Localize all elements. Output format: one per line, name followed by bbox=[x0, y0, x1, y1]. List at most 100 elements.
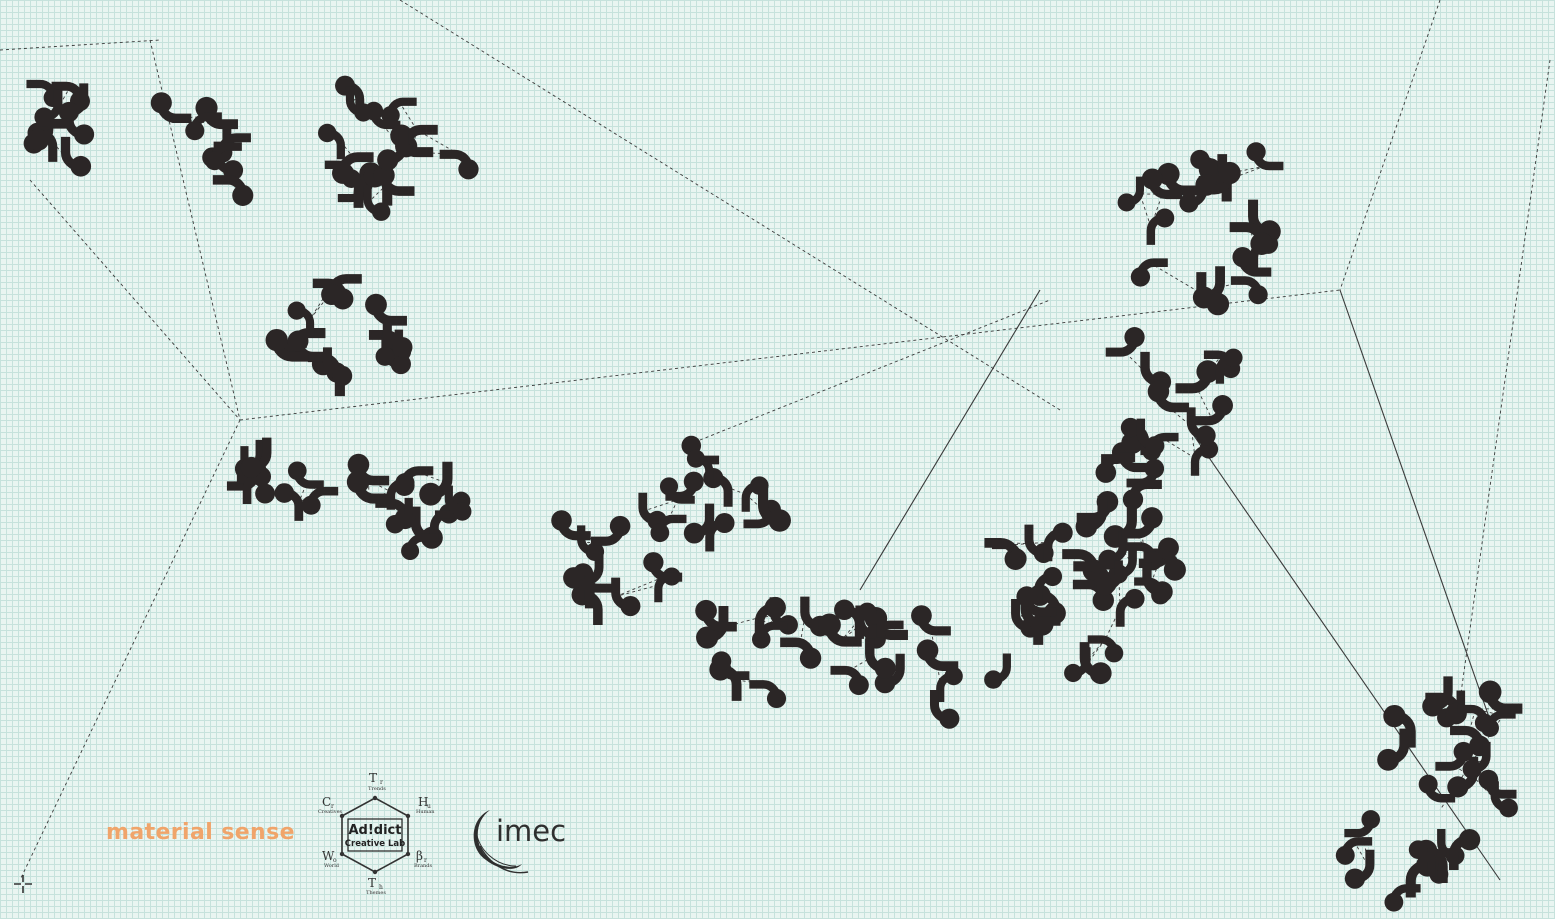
hook-glyph bbox=[991, 540, 1027, 568]
hook-glyph bbox=[377, 129, 409, 171]
hook-glyph bbox=[1175, 360, 1220, 394]
hook-glyph bbox=[1157, 162, 1201, 196]
hook-glyph bbox=[1462, 741, 1491, 779]
node-caption-trends: Trends bbox=[368, 786, 386, 792]
hook-glyph bbox=[874, 653, 905, 694]
hook-glyph bbox=[865, 638, 896, 679]
hook-glyph bbox=[984, 653, 1011, 689]
hook-glyph bbox=[205, 142, 242, 171]
dashed-connection-line bbox=[615, 576, 664, 597]
dashed-connection-line bbox=[1459, 59, 1551, 701]
hook-glyph bbox=[711, 651, 750, 681]
hook-glyph bbox=[346, 470, 391, 504]
dashed-connection-line bbox=[29, 179, 241, 421]
hook-glyph bbox=[1344, 849, 1375, 889]
hook-glyph-cluster bbox=[23, 75, 1523, 912]
node-caption-creatives: Creatives bbox=[318, 809, 343, 815]
dashed-connection-line bbox=[1160, 436, 1196, 459]
hook-glyph bbox=[287, 461, 324, 489]
hook-glyph bbox=[240, 437, 272, 478]
hook-glyph bbox=[1136, 418, 1165, 456]
dashed-connection-line bbox=[0, 39, 161, 51]
node-symbol-creatives: C bbox=[322, 795, 331, 809]
hook-glyph bbox=[1449, 828, 1481, 871]
solid-connection-line bbox=[1189, 429, 1501, 881]
hook-glyph bbox=[386, 473, 415, 510]
hook-glyph bbox=[1096, 560, 1123, 596]
dashed-connection-line bbox=[1473, 776, 1496, 800]
hook-glyph bbox=[381, 97, 417, 125]
hook-glyph bbox=[754, 596, 786, 638]
hook-glyph bbox=[1064, 647, 1091, 683]
hook-glyph bbox=[1105, 327, 1145, 357]
hook-glyph bbox=[758, 488, 791, 532]
dashed-connection-line bbox=[699, 299, 1051, 441]
hook-glyph bbox=[686, 449, 714, 485]
dashed-connection-line bbox=[368, 480, 392, 493]
hook-glyph bbox=[1075, 495, 1108, 538]
imec-logo: imec bbox=[496, 814, 567, 848]
hook-glyph bbox=[577, 525, 605, 561]
hook-glyph bbox=[1115, 588, 1145, 627]
hook-glyph bbox=[265, 328, 309, 362]
dashed-connection-line bbox=[615, 584, 659, 598]
hook-glyph bbox=[911, 605, 951, 636]
hook-glyph bbox=[60, 136, 92, 177]
hook-glyph bbox=[1117, 176, 1145, 212]
crosshair-icon bbox=[14, 875, 32, 893]
node-symbol-themes: T bbox=[368, 876, 376, 890]
node-sub-brands: r bbox=[424, 857, 427, 864]
hook-glyph bbox=[659, 477, 695, 504]
hook-glyph bbox=[830, 665, 869, 695]
imec-swirl-icon bbox=[473, 810, 529, 874]
hook-glyph bbox=[345, 86, 373, 122]
dashed-connection-line bbox=[1139, 193, 1163, 195]
hook-glyph bbox=[1122, 479, 1162, 510]
hook-glyph bbox=[321, 274, 362, 306]
hook-glyph bbox=[332, 152, 374, 184]
node-sub-world: o bbox=[333, 857, 337, 864]
hook-glyph bbox=[818, 613, 862, 647]
hook-glyph bbox=[1043, 522, 1073, 562]
hook-glyph bbox=[1016, 586, 1057, 617]
hook-glyph bbox=[650, 514, 687, 543]
hook-glyph bbox=[749, 680, 787, 709]
hook-glyph bbox=[439, 149, 479, 180]
dashed-connection-line bbox=[642, 499, 678, 512]
hook-glyph bbox=[363, 185, 391, 221]
hook-glyph bbox=[1408, 840, 1436, 877]
hook-glyph bbox=[58, 83, 89, 123]
hook-glyph bbox=[1383, 704, 1416, 748]
hook-glyph bbox=[551, 510, 591, 541]
hook-glyph bbox=[563, 567, 595, 609]
hook-glyph bbox=[1422, 676, 1453, 717]
hook-glyph bbox=[1143, 548, 1186, 581]
hook-glyph bbox=[185, 112, 222, 141]
hook-glyph bbox=[611, 577, 641, 617]
node-sub-themes: h bbox=[379, 884, 383, 891]
hook-glyph bbox=[1230, 276, 1268, 305]
hook-glyph bbox=[1435, 741, 1474, 771]
hook-glyph bbox=[695, 599, 737, 632]
node-symbol-human: H bbox=[418, 795, 428, 809]
hook-glyph bbox=[274, 483, 304, 521]
hook-glyph bbox=[1098, 531, 1128, 570]
hook-glyph bbox=[1147, 380, 1190, 413]
node-symbol-world: W bbox=[322, 849, 335, 863]
node-sub-creatives: r bbox=[331, 803, 334, 810]
hook-glyph bbox=[916, 639, 959, 671]
dashed-connection-line bbox=[367, 183, 388, 204]
hook-glyph bbox=[150, 92, 192, 124]
hook-glyph bbox=[373, 164, 415, 196]
hook-glyph bbox=[780, 637, 822, 669]
hook-glyph bbox=[1186, 407, 1216, 446]
node-caption-themes: Themes bbox=[366, 890, 386, 896]
node-sub-human: u bbox=[427, 803, 431, 810]
hook-glyph bbox=[1335, 837, 1373, 865]
hook-glyph bbox=[1034, 566, 1063, 604]
dashed-connection-line bbox=[1339, 0, 1441, 291]
dashed-connection-lines bbox=[0, 0, 1551, 889]
hook-glyph bbox=[385, 497, 413, 534]
node-symbol-trends: T bbox=[369, 771, 377, 785]
